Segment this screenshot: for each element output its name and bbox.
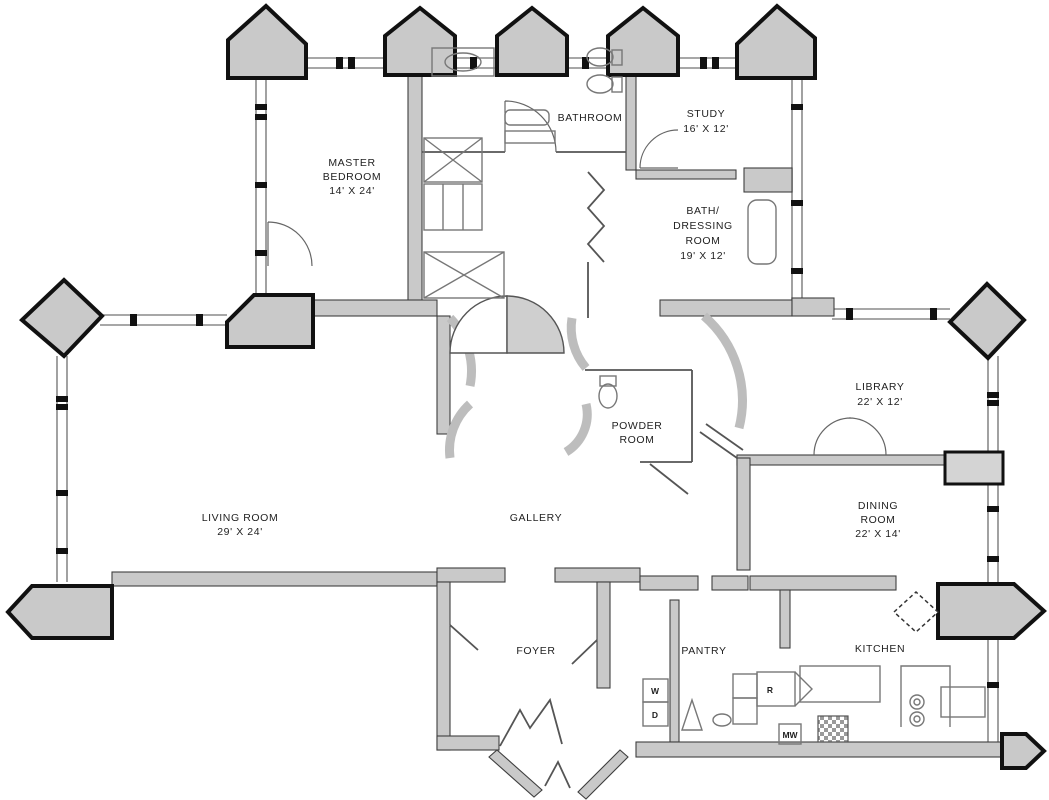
- master-bedroom-dims: 14' X 24': [329, 185, 375, 197]
- kitchen-counter: [900, 665, 986, 727]
- master-closet-icon: [423, 137, 505, 299]
- master-bedroom-label-2: BEDROOM: [323, 171, 381, 183]
- living-room-label: LIVING ROOM: [202, 512, 279, 524]
- tower-north-1: [383, 5, 457, 77]
- dryer-label: D: [652, 710, 658, 720]
- tower-north-3: [606, 5, 680, 77]
- bathtub-icon: [504, 109, 556, 144]
- tower-northeast: [735, 3, 817, 80]
- bathroom-label: BATHROOM: [558, 112, 623, 124]
- pantry-label: PANTRY: [681, 645, 726, 657]
- corner-towers: [5, 3, 1047, 770]
- powder-room-label-1: POWDER: [612, 420, 663, 432]
- microwave-box: [778, 723, 802, 745]
- fixtures: [423, 47, 986, 745]
- foyer-label: FOYER: [516, 645, 555, 657]
- tower-far-southeast-arrow: [1000, 732, 1047, 770]
- window-tick-marks: [56, 57, 999, 688]
- dining-room-label-2: ROOM: [860, 514, 895, 526]
- label-dining-room: DINING ROOM 22' X 14': [855, 500, 901, 540]
- label-library: LIBRARY 22' X 12': [856, 381, 905, 408]
- label-powder-room: POWDER ROOM: [612, 420, 663, 446]
- label-master-bedroom: MASTER BEDROOM 14' X 24': [323, 157, 381, 197]
- master-bedroom-label-1: MASTER: [328, 157, 375, 169]
- cooktop-icon: [909, 694, 925, 727]
- toilet-icon: [586, 47, 623, 94]
- bath-dressing-label-2: DRESSING: [673, 220, 733, 232]
- structural-walls: [111, 65, 1003, 800]
- library-dims: 22' X 12': [857, 396, 903, 408]
- kitchen-entry-diamond: [892, 590, 940, 634]
- dining-room-dims: 22' X 14': [855, 528, 901, 540]
- study-dims: 16' X 12': [683, 123, 729, 135]
- library-label: LIBRARY: [856, 381, 905, 393]
- washer-label: W: [651, 686, 660, 696]
- tower-northwest: [226, 3, 308, 80]
- dressing-bathtub-icon: [747, 199, 777, 265]
- appliance-labels: W D R MW: [651, 685, 799, 740]
- label-bath-dressing-room: BATH/ DRESSING ROOM 19' X 12': [673, 205, 733, 262]
- gallery-stair-fan: [449, 295, 565, 354]
- living-room-dims: 29' X 24': [217, 526, 263, 538]
- bath-dressing-dims: 19' X 12': [680, 250, 726, 262]
- tower-southeast-arrow: [936, 582, 1047, 640]
- kitchen-label: KITCHEN: [855, 643, 905, 655]
- washer-dryer-stack: [642, 678, 669, 727]
- microwave-label: MW: [782, 730, 798, 740]
- powder-toilet-icon: [598, 375, 618, 409]
- range-icon: [817, 715, 849, 743]
- powder-room-label-2: ROOM: [619, 434, 654, 446]
- label-study: STUDY 16' X 12': [683, 108, 729, 135]
- tower-southwest-arrow: [5, 584, 114, 640]
- bathroom-vanity-icon: [431, 47, 495, 77]
- pantry-sink-icon: [681, 673, 758, 731]
- tower-north-2: [495, 5, 569, 77]
- label-living-room: LIVING ROOM 29' X 24': [202, 512, 279, 538]
- dining-room-label-1: DINING: [858, 500, 898, 512]
- fireplace-block: [943, 450, 1005, 486]
- refrigerator-label: R: [767, 685, 773, 695]
- gallery-label: GALLERY: [510, 512, 562, 524]
- bath-dressing-label-1: BATH/: [686, 205, 719, 217]
- study-label: STUDY: [687, 108, 726, 120]
- kitchen-island: [799, 665, 881, 703]
- tower-east-diamond: [947, 281, 1027, 361]
- refrigerator-icon: [756, 671, 813, 707]
- tower-mid-left: [225, 293, 315, 349]
- bath-dressing-label-3: ROOM: [685, 235, 720, 247]
- room-labels: MASTER BEDROOM 14' X 24' BATHROOM STUDY …: [202, 108, 905, 657]
- interior-partitions: [267, 100, 887, 789]
- tower-west-diamond: [19, 277, 105, 359]
